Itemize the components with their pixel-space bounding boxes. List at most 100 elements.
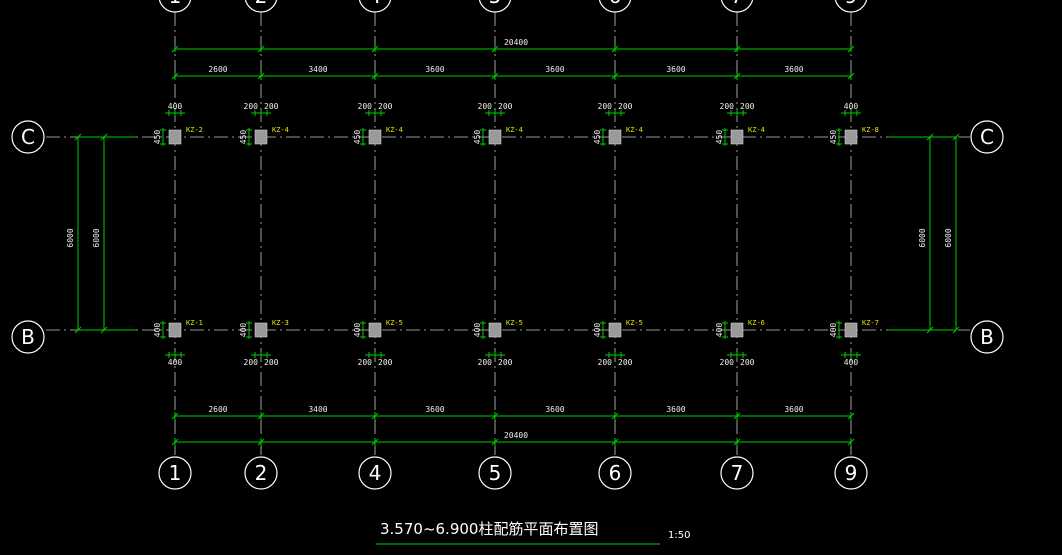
column-tag: KZ-4 bbox=[626, 126, 643, 134]
column-offset-right: 200 bbox=[378, 102, 393, 111]
axis-bubble-label: 2 bbox=[255, 461, 268, 485]
row-spacing-dim-tick bbox=[100, 133, 108, 141]
axis-bubble-circle bbox=[478, 456, 512, 490]
axis-bubble-circle bbox=[834, 0, 868, 13]
axis-bubble-label: 7 bbox=[731, 461, 744, 485]
span-dim-bottom-label: 3400 bbox=[308, 405, 327, 414]
row-spacing-dim-tick bbox=[74, 326, 82, 334]
row-spacing-left-outer: 6000 bbox=[66, 228, 75, 247]
column-section bbox=[488, 129, 502, 145]
axis-bubble-circle bbox=[598, 0, 632, 13]
span-dim-top-label: 3600 bbox=[545, 65, 564, 74]
row-spacing-dim-tick bbox=[952, 133, 960, 141]
axis-bubble-circle bbox=[720, 456, 754, 490]
axis-bubble-circle bbox=[158, 0, 192, 13]
axis-bubble-circle bbox=[720, 0, 754, 13]
overall-dim-line-top-tick bbox=[847, 45, 855, 53]
span-dim-bottom-label: 3600 bbox=[425, 405, 444, 414]
column-offset-right: 200 bbox=[264, 358, 279, 367]
axis-bubble-bottom-1: 1 bbox=[158, 456, 192, 490]
axis-bubble-left-C: C bbox=[11, 120, 45, 154]
axis-bubble-top-7: 7 bbox=[720, 0, 754, 13]
axis-bubble-label: 2 bbox=[255, 0, 268, 8]
drawing-scale: 1:50 bbox=[668, 530, 690, 541]
span-dim-line-bottom-tick bbox=[371, 412, 379, 420]
axis-bubble-bottom-9: 9 bbox=[834, 456, 868, 490]
column-offset-right: 200 bbox=[740, 102, 755, 111]
column-depth-label: 400 bbox=[353, 323, 362, 338]
column-offset-left: 200 bbox=[720, 102, 735, 111]
column-section bbox=[254, 322, 268, 338]
span-dim-bottom-label: 3600 bbox=[545, 405, 564, 414]
overall-dim-line-bottom-tick bbox=[171, 438, 179, 446]
span-dim-line-top-tick bbox=[371, 72, 379, 80]
column-offset-left: 200 bbox=[244, 358, 259, 367]
overall-dim-line-bottom-tick bbox=[257, 438, 265, 446]
column-offset-right: 200 bbox=[264, 102, 279, 111]
row-spacing-right-outer: 6000 bbox=[944, 228, 953, 247]
span-dim-line-top-tick bbox=[847, 72, 855, 80]
span-dim-top-label: 2600 bbox=[208, 65, 227, 74]
row-spacing-left-inner: 6000 bbox=[92, 228, 101, 247]
column-depth-label: 400 bbox=[239, 323, 248, 338]
column-section bbox=[168, 129, 182, 145]
span-dim-top-label: 3400 bbox=[308, 65, 327, 74]
axis-bubble-circle bbox=[834, 456, 868, 490]
drawing-title: 3.570~6.900柱配筋平面布置图 bbox=[380, 520, 598, 538]
column-width-label: 400 bbox=[844, 102, 859, 111]
overall-dimension-top: 20400 bbox=[504, 38, 528, 47]
column-depth-label: 450 bbox=[153, 130, 162, 145]
axis-bubble-label: 7 bbox=[731, 0, 744, 8]
span-dim-line-bottom-tick bbox=[733, 412, 741, 420]
span-dim-line-top-tick bbox=[257, 72, 265, 80]
axis-bubble-circle bbox=[11, 320, 45, 354]
span-dim-top-label: 3600 bbox=[425, 65, 444, 74]
axis-bubble-label: 1 bbox=[169, 461, 182, 485]
column-offset-left: 200 bbox=[244, 102, 259, 111]
column-tag: KZ-1 bbox=[186, 319, 203, 327]
column-section bbox=[844, 322, 858, 338]
overall-dim-top-label: 20400 bbox=[504, 38, 528, 47]
span-dim-line-top-tick bbox=[733, 72, 741, 80]
row-spacing-dim-tick bbox=[74, 133, 82, 141]
column-width-label: 400 bbox=[168, 358, 183, 367]
overall-dim-line-top-tick bbox=[733, 45, 741, 53]
column-depth-label: 400 bbox=[829, 323, 838, 338]
column-section bbox=[844, 129, 858, 145]
axis-bubble-bottom-7: 7 bbox=[720, 456, 754, 490]
column-tag: KZ-6 bbox=[748, 319, 765, 327]
column-tag: KZ-5 bbox=[626, 319, 643, 327]
axis-bubble-left-B: B bbox=[11, 320, 45, 354]
overall-dim-line-bottom-tick bbox=[491, 438, 499, 446]
axis-bubble-circle bbox=[358, 456, 392, 490]
axis-bubble-label: 4 bbox=[369, 461, 382, 485]
column-section bbox=[608, 129, 622, 145]
axis-bubbles: 11224455667799CCBB bbox=[11, 0, 1004, 490]
overall-dim-line-top-tick bbox=[171, 45, 179, 53]
overall-dim-line-top-tick bbox=[611, 45, 619, 53]
column-tag: KZ-4 bbox=[272, 126, 289, 134]
column-section bbox=[608, 322, 622, 338]
span-dim-line-bottom-tick bbox=[847, 412, 855, 420]
axis-bubble-bottom-4: 4 bbox=[358, 456, 392, 490]
column-tag: KZ-5 bbox=[506, 319, 523, 327]
axis-bubble-top-6: 6 bbox=[598, 0, 632, 13]
column-section bbox=[168, 322, 182, 338]
overall-dim-line-top-tick bbox=[257, 45, 265, 53]
column-tag: KZ-4 bbox=[506, 126, 523, 134]
overall-dim-line-bottom-tick bbox=[847, 438, 855, 446]
column-tag: KZ-4 bbox=[386, 126, 403, 134]
axis-bubble-circle bbox=[598, 456, 632, 490]
axis-bubble-top-4: 4 bbox=[358, 0, 392, 13]
column-depth-label: 450 bbox=[353, 130, 362, 145]
column-offset-left: 200 bbox=[358, 358, 373, 367]
overall-dim-bottom-label: 20400 bbox=[504, 431, 528, 440]
axis-bubble-circle bbox=[478, 0, 512, 13]
